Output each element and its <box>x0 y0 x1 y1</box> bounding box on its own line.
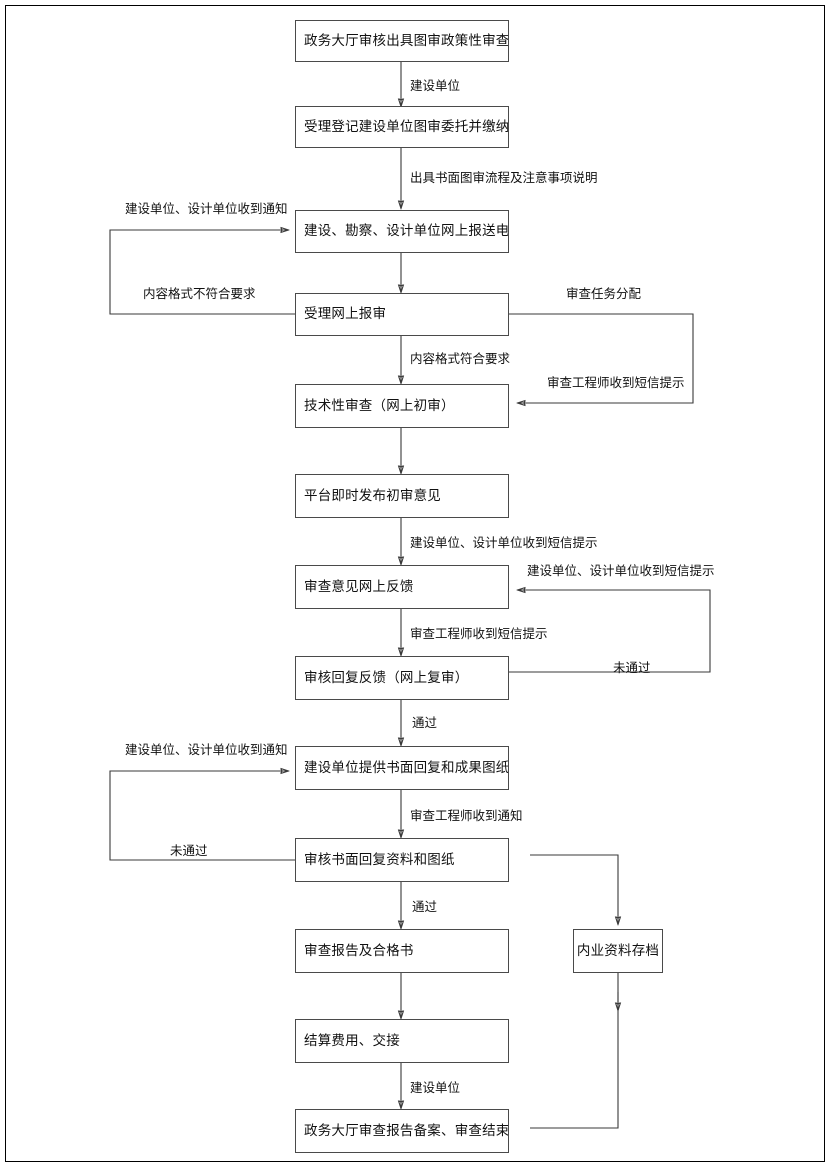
edge-label-e8: 建设单位、设计单位收到短信提示 <box>410 535 598 550</box>
edge-label-e16: 通过 <box>412 899 438 914</box>
node-label: 审核书面回复资料和图纸 <box>304 851 455 868</box>
edge-label-e2: 出具书面图审流程及注意事项说明 <box>410 170 598 185</box>
node-n4[interactable]: 受理网上报审 <box>295 293 509 336</box>
node-n7[interactable]: 审查意见网上反馈 <box>295 565 509 609</box>
node-label: 受理网上报审 <box>304 306 387 323</box>
node-label: 平台即时发布初审意见 <box>304 487 441 504</box>
node-n2[interactable]: 受理登记建设单位图审委托并缴纳预收费 <box>295 106 509 148</box>
node-n9[interactable]: 建设单位提供书面回复和成果图纸等资料 <box>295 746 509 790</box>
node-n12[interactable]: 结算费用、交接 <box>295 1019 509 1063</box>
node-n5[interactable]: 技术性审查（网上初审） <box>295 384 509 428</box>
node-n3[interactable]: 建设、勘察、设计单位网上报送电子版图审资料 <box>295 210 509 253</box>
edge-label-e5: 内容格式符合要求 <box>410 351 511 366</box>
edge-label-e6: 审查任务分配 <box>566 286 642 301</box>
node-label: 政务大厅审核出具图审政策性审查意见书 <box>304 32 509 49</box>
node-n10[interactable]: 审核书面回复资料和图纸 <box>295 838 509 882</box>
page-border <box>5 5 825 1162</box>
edge-label-e7: 审查工程师收到短信提示 <box>547 375 685 390</box>
edge-label-e11: 未通过 <box>613 660 651 675</box>
node-label: 建设、勘察、设计单位网上报送电子版图审资料 <box>304 223 509 240</box>
node-label: 审查意见网上反馈 <box>304 578 414 595</box>
node-label: 审核回复反馈（网上复审） <box>304 669 469 686</box>
node-label: 审查报告及合格书 <box>304 942 414 959</box>
edge-label-e10: 审查工程师收到短信提示 <box>410 626 548 641</box>
edge-label-e12: 通过 <box>412 715 438 730</box>
edge-label-e13: 建设单位、设计单位收到通知 <box>125 742 288 757</box>
edge-label-e4: 内容格式不符合要求 <box>143 286 256 301</box>
node-n1[interactable]: 政务大厅审核出具图审政策性审查意见书 <box>295 20 509 62</box>
edge-label-e14: 审查工程师收到通知 <box>410 808 523 823</box>
node-n14[interactable]: 内业资料存档 <box>573 929 663 973</box>
node-n8[interactable]: 审核回复反馈（网上复审） <box>295 656 509 700</box>
node-n11[interactable]: 审查报告及合格书 <box>295 929 509 973</box>
node-label: 建设单位提供书面回复和成果图纸等资料 <box>304 759 509 776</box>
node-label: 内业资料存档 <box>576 942 660 959</box>
edge-label-e9: 建设单位、设计单位收到短信提示 <box>527 563 715 578</box>
node-label: 技术性审查（网上初审） <box>304 397 455 414</box>
node-label: 结算费用、交接 <box>304 1032 400 1049</box>
node-label: 政务大厅审查报告备案、审查结束 <box>304 1122 509 1139</box>
edge-label-e15: 未通过 <box>170 843 208 858</box>
edge-label-e3: 建设单位、设计单位收到通知 <box>125 201 288 216</box>
node-label: 受理登记建设单位图审委托并缴纳预收费 <box>304 118 509 135</box>
node-n13[interactable]: 政务大厅审查报告备案、审查结束 <box>295 1109 509 1153</box>
edge-label-e17: 建设单位 <box>410 1080 461 1095</box>
edge-label-e1: 建设单位 <box>410 78 461 93</box>
node-n6[interactable]: 平台即时发布初审意见 <box>295 474 509 518</box>
